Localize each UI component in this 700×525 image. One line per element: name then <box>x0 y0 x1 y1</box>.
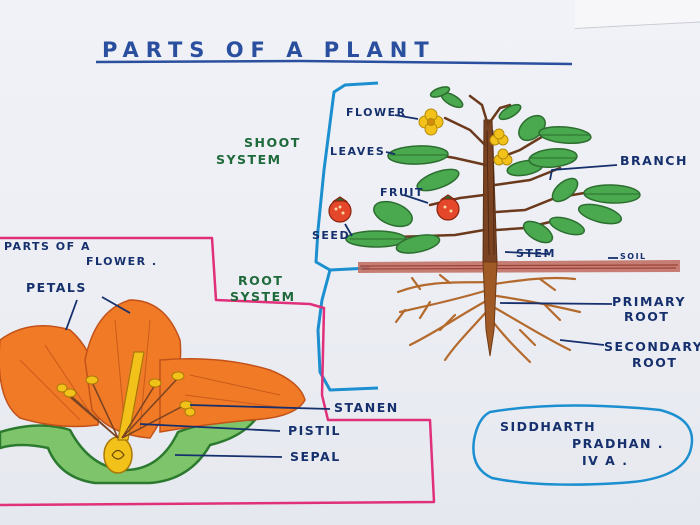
soil-strip <box>358 260 680 273</box>
secondary-roots <box>394 273 582 364</box>
stamen-label: STANEN <box>334 400 399 415</box>
stem-texture <box>486 129 495 256</box>
signature-oval <box>472 404 694 486</box>
leaf-veins <box>350 134 640 240</box>
pistil-label: PISTIL <box>288 423 341 438</box>
secondary-root-label-line1: SECONDARY <box>604 339 700 354</box>
signature-line1: SIDDHARTH <box>500 419 597 434</box>
petals-label: PETALS <box>26 280 87 295</box>
flower-parts-heading-line2: FLOWER . <box>86 255 158 268</box>
branch-label: BRANCH <box>620 153 688 168</box>
flower-petals <box>0 299 306 439</box>
root-system-label-line1: ROOT <box>238 273 284 288</box>
fruit-label: FRUIT <box>380 186 425 199</box>
leaves-label: LEAVES <box>330 145 386 158</box>
anthers <box>56 371 196 417</box>
flower-parts-frame <box>0 236 436 507</box>
root-system-label-line2: SYSTEM <box>230 289 296 304</box>
primary-root-label-line2: ROOT <box>624 309 670 324</box>
flower-pointer-arrows <box>65 296 331 458</box>
sepal-label: SEPAL <box>290 449 341 464</box>
signature-line2: PRADHAN . <box>572 436 665 451</box>
shoot-system-label-line1: SHOOT <box>244 135 301 150</box>
fruits <box>328 194 460 223</box>
secondary-root-label-line2: ROOT <box>632 355 678 370</box>
petal-veins <box>19 319 286 431</box>
stamens <box>61 377 186 439</box>
root-system-bracket <box>316 269 379 392</box>
title-underline <box>95 59 573 66</box>
plant-flowers <box>418 108 513 166</box>
shoot-system-label-line2: SYSTEM <box>216 152 282 167</box>
primary-root <box>482 261 498 357</box>
stem-label: STEM <box>516 247 556 260</box>
pistil-style <box>117 351 145 441</box>
soil-label: SOIL <box>620 252 647 261</box>
seed-label: SEED <box>312 229 351 242</box>
ovary <box>103 436 133 474</box>
flower-label: FLOWER <box>346 106 407 119</box>
plant-pointer-arrows <box>344 114 618 346</box>
ovule <box>111 449 125 460</box>
page-title: PARTS OF A PLANT <box>102 38 436 62</box>
signature-line3: IV A . <box>582 453 629 468</box>
flower-parts-heading-line1: PARTS OF A <box>4 240 92 253</box>
shoot-system-bracket <box>314 81 379 272</box>
soil-texture <box>359 264 679 270</box>
primary-root-label-line1: PRIMARY <box>612 294 687 309</box>
